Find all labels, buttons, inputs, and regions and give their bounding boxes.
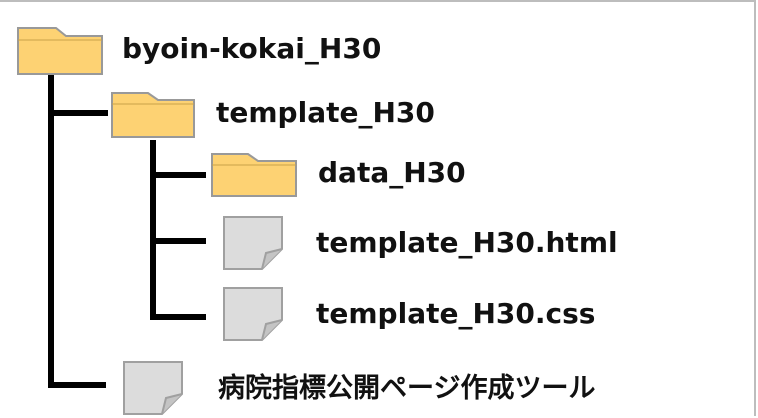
- tree-line-root-vertical: [48, 70, 54, 388]
- tree-node-label: template_H30.css: [316, 297, 596, 330]
- tree-line-template-branch: [48, 110, 108, 116]
- tree-node-data-folder[interactable]: data_H30: [210, 148, 466, 198]
- file-icon: [223, 216, 283, 270]
- tree-node-template-folder[interactable]: template_H30: [110, 87, 435, 139]
- folder-icon: [211, 153, 297, 197]
- tree-line-template-vertical: [150, 140, 156, 320]
- tree-node-label: byoin-kokai_H30: [122, 32, 382, 65]
- folder-icon: [111, 92, 195, 138]
- tree-node-label: template_H30: [216, 96, 435, 129]
- file-icon: [223, 287, 283, 341]
- tree-line-data-branch: [150, 172, 206, 178]
- folder-icon: [17, 27, 103, 75]
- tree-line-tool-branch: [48, 382, 106, 388]
- tree-node-label: data_H30: [318, 156, 466, 189]
- file-icon: [123, 361, 183, 415]
- tree-node-label: template_H30.html: [316, 226, 618, 259]
- tree-line-html-branch: [150, 238, 206, 244]
- tree-node-root[interactable]: byoin-kokai_H30: [16, 22, 381, 76]
- tree-node-label: 病院指標公開ページ作成ツール: [218, 372, 596, 404]
- tree-node-tool-file[interactable]: 病院指標公開ページ作成ツール: [122, 360, 595, 416]
- tree-line-css-branch: [150, 314, 206, 320]
- tree-node-css-file[interactable]: template_H30.css: [222, 286, 595, 342]
- tree-node-html-file[interactable]: template_H30.html: [222, 215, 618, 271]
